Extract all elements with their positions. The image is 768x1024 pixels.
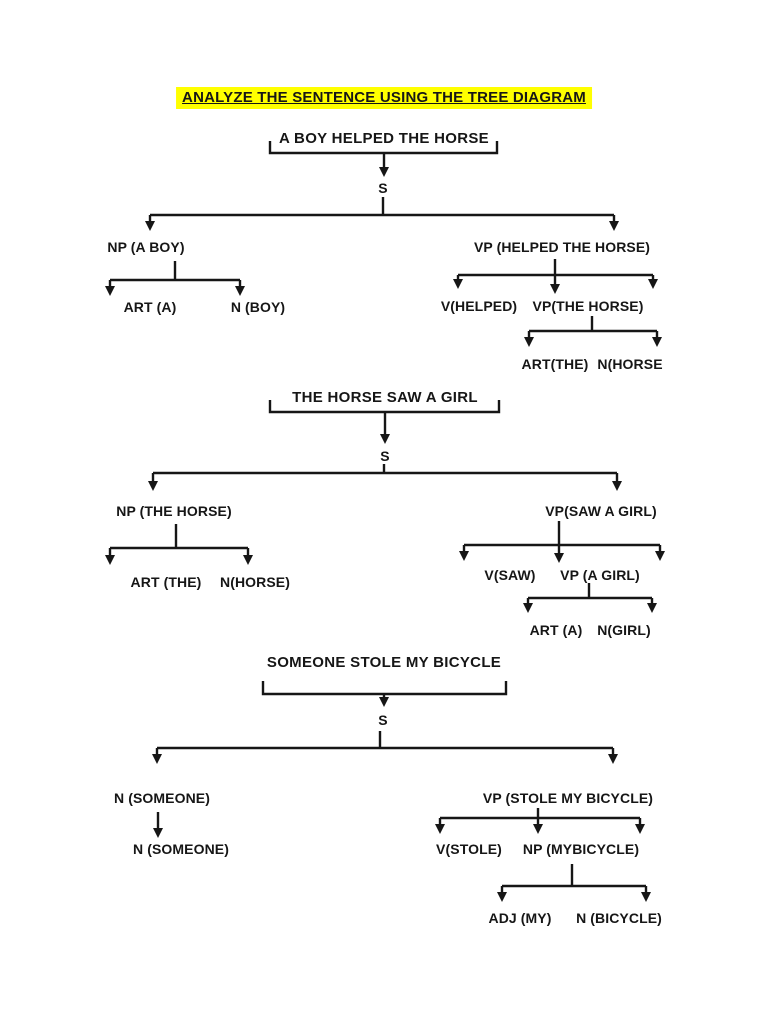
tree1-v-label: V(HELPED) (440, 298, 518, 314)
arrowhead (550, 284, 560, 294)
tree1-connectors (105, 141, 662, 347)
arrowhead (153, 828, 163, 838)
tree3-root-label: S (378, 712, 388, 728)
tree1-vp2-art-label: ART(THE) (521, 356, 589, 372)
tree1-vp-label: VP (HELPED THE HORSE) (473, 239, 651, 255)
arrowhead (497, 892, 507, 902)
tree2-vp2-art-label: ART (A) (529, 622, 583, 638)
tree2-n-label: N(HORSE) (219, 574, 291, 590)
arrowhead (145, 221, 155, 231)
tree1-vp2-label: VP(THE HORSE) (532, 298, 644, 314)
arrowhead (105, 555, 115, 565)
tree2-root-label: S (380, 448, 390, 464)
arrowhead (648, 279, 658, 289)
tree2-art-label: ART (THE) (130, 574, 202, 590)
tree3-v-label: V(STOLE) (436, 841, 502, 857)
tree2-v-label: V(SAW) (484, 567, 536, 583)
arrowhead (609, 221, 619, 231)
tree3-vp-label: VP (STOLE MY BICYCLE) (482, 790, 654, 806)
arrowhead (379, 167, 389, 177)
arrowhead (243, 555, 253, 565)
tree1-n-label: N (BOY) (230, 299, 286, 315)
tree2-connectors (105, 400, 665, 613)
tree1-root-label: S (378, 180, 388, 196)
arrowhead (523, 603, 533, 613)
arrowhead (105, 286, 115, 296)
arrowhead (524, 337, 534, 347)
tree3-n2-label: N (BICYCLE) (576, 910, 662, 926)
tree1-sentence-label: A BOY HELPED THE HORSE (279, 130, 489, 147)
tree3-connectors (152, 681, 651, 902)
tree3-n-subject-label: N (SOMEONE) (114, 790, 210, 806)
arrowhead (641, 892, 651, 902)
arrowhead (435, 824, 445, 834)
arrowhead (152, 754, 162, 764)
arrowhead (608, 754, 618, 764)
tree3-adj-label: ADJ (MY) (488, 910, 552, 926)
tree2-np-label: NP (THE HORSE) (116, 503, 232, 519)
arrowhead (453, 279, 463, 289)
arrowhead (652, 337, 662, 347)
arrowhead (554, 553, 564, 563)
arrowhead (459, 551, 469, 561)
arrowhead (612, 481, 622, 491)
tree1-art-label: ART (A) (123, 299, 177, 315)
tree2-vp-label: VP(SAW A GIRL) (545, 503, 657, 519)
tree3-n-subject-child-label: N (SOMEONE) (133, 841, 229, 857)
arrowhead (635, 824, 645, 834)
sentence-bracket (261, 681, 508, 696)
tree1-np-label: NP (A BOY) (107, 239, 185, 255)
arrowhead (235, 286, 245, 296)
arrowhead (379, 697, 389, 707)
arrowhead (647, 603, 657, 613)
tree3-sentence-label: SOMEONE STOLE MY BICYCLE (266, 654, 502, 671)
arrowhead (533, 824, 543, 834)
tree2-sentence-label: THE HORSE SAW A GIRL (292, 389, 478, 406)
tree1-vp2-n-label: N(HORSE (597, 356, 663, 372)
tree2-vp2-n-label: N(GIRL) (597, 622, 651, 638)
arrowhead (380, 434, 390, 444)
arrowhead (148, 481, 158, 491)
arrowhead (655, 551, 665, 561)
page-title: ANALYZE THE SENTENCE USING THE TREE DIAG… (176, 87, 592, 109)
tree2-vp2-label: VP (A GIRL) (560, 567, 640, 583)
tree3-np2-label: NP (MYBICYCLE) (522, 841, 640, 857)
